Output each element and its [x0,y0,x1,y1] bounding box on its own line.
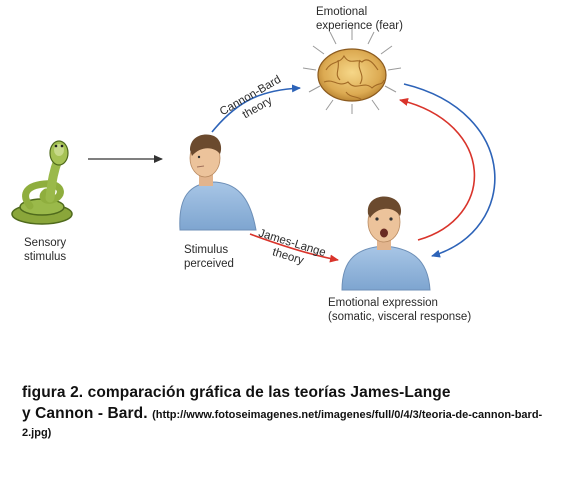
emotional-experience-line2: experience (fear) [316,20,403,32]
stimulus-perceived-label: Stimulus perceived [184,243,234,271]
calm-person-icon [179,134,257,231]
stimulus-perceived-line2: perceived [184,258,234,270]
cannon-bard-arrow-to-experience [211,84,301,133]
caption-line2: y Cannon - Bard. (http://www.fotoseimage… [22,405,552,441]
sensory-stimulus-line1: Sensory [24,237,67,249]
stimulus-perceived-line1: Stimulus [184,244,229,256]
emotional-expression-line1: Emotional expression [328,297,438,309]
frightened-person-icon [341,196,431,291]
james-lange-arrow-to-experience [399,98,476,241]
sensory-stimulus-line2: stimulus [24,251,67,263]
emotional-expression-label: Emotional expression (somatic, visceral … [328,296,471,324]
sensory-stimulus-label: Sensory stimulus [24,236,66,264]
emotional-experience-line1: Emotional [316,6,368,18]
emotional-expression-line2: (somatic, visceral response) [328,311,472,323]
snake-icon [11,140,73,225]
caption-title-line2: y Cannon - Bard. [22,405,148,422]
caption-source-url: (http://www.fotoseimagenes.net/imagenes/… [22,409,543,439]
figure-caption: figura 2. comparación gráfica de las teo… [22,384,552,441]
james-lange-arrow-to-expression [249,233,339,263]
emotional-experience-label: Emotional experience (fear) [316,5,403,33]
cannon-bard-arrow-to-expression [403,83,496,258]
caption-title-line1: figura 2. comparación gráfica de las teo… [22,384,451,401]
brain-icon [302,26,402,114]
